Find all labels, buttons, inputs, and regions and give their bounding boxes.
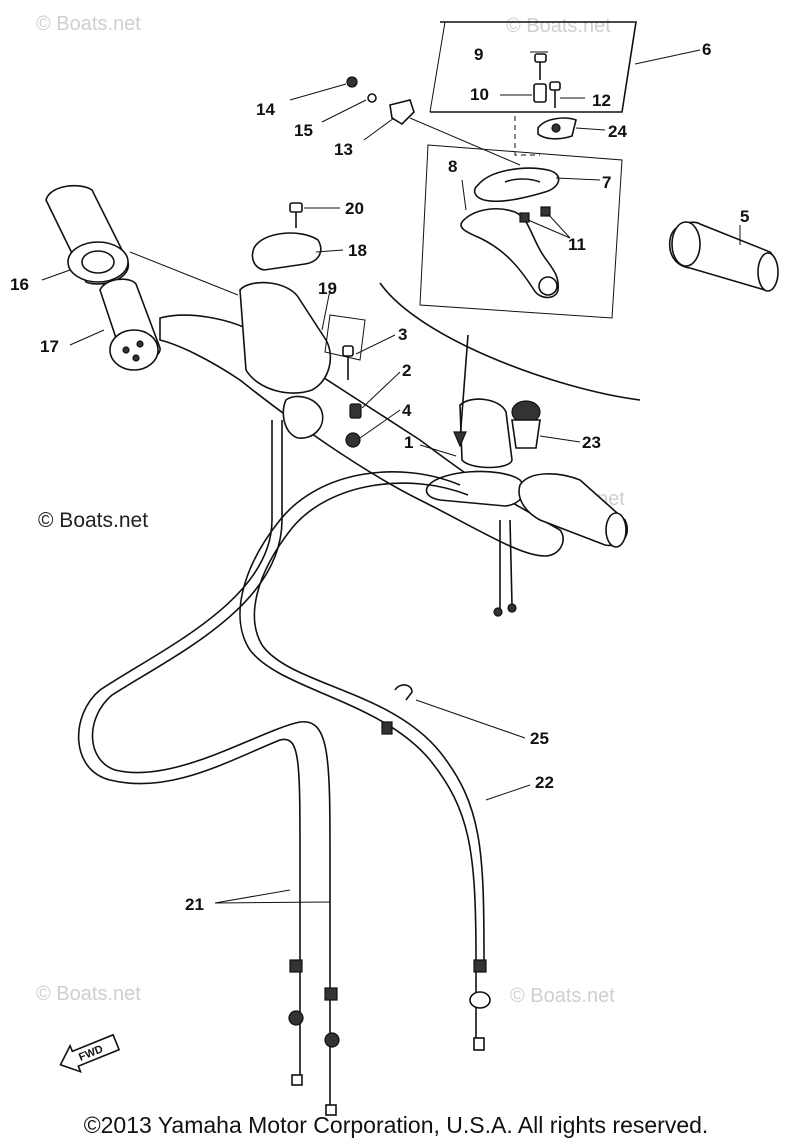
label-19: 19 <box>318 279 337 298</box>
lever-holder-7 <box>473 167 560 203</box>
label-18: 18 <box>348 241 367 260</box>
bolt-12 <box>549 81 561 108</box>
leader-16-to-holder <box>129 251 239 296</box>
label-13: 13 <box>334 140 353 159</box>
bolt-9 <box>534 53 547 80</box>
watermark-bottom-right: © Boats.net <box>510 985 615 1007</box>
label-17: 17 <box>40 337 59 356</box>
label-4: 4 <box>402 401 412 420</box>
label-25: 25 <box>530 729 549 748</box>
collar-10 <box>533 83 547 103</box>
label-8: 8 <box>448 157 457 176</box>
bracket-24 <box>537 117 577 140</box>
label-22: 22 <box>535 773 554 792</box>
nut-2 <box>349 403 362 419</box>
nut-4 <box>345 432 361 448</box>
label-12: 12 <box>592 91 611 110</box>
washer-15 <box>367 93 377 103</box>
grip-5 <box>668 221 779 292</box>
label-21: 21 <box>185 895 204 914</box>
label-14: 14 <box>256 100 275 119</box>
bolt-3 <box>342 345 354 380</box>
label-1: 1 <box>404 433 413 452</box>
label-2: 2 <box>402 361 411 380</box>
arrow-to-throttle <box>459 334 469 441</box>
bracket-19 <box>324 314 366 361</box>
label-5: 5 <box>740 207 749 226</box>
watermark-top-right: © Boats.net <box>506 15 611 37</box>
holder-18 <box>251 232 322 271</box>
cable-21 <box>77 420 340 1116</box>
label-16: 16 <box>10 275 29 294</box>
leader-13-to-holder <box>409 117 521 166</box>
cable-clip-25 <box>381 684 413 735</box>
clamp-13 <box>389 99 415 126</box>
fwd-arrow-icon: FWD <box>59 1033 121 1074</box>
label-15: 15 <box>294 121 313 140</box>
label-11: 11 <box>568 235 586 254</box>
bolt-20 <box>289 202 303 228</box>
label-23: 23 <box>582 433 601 452</box>
label-3: 3 <box>398 325 407 344</box>
throttle-housing-1 <box>425 398 629 617</box>
screw-14 <box>346 76 358 88</box>
copyright-notice: ©2013 Yamaha Motor Corporation, U.S.A. A… <box>83 1112 709 1138</box>
watermark-bottom-left: © Boats.net <box>36 983 141 1005</box>
label-10: 10 <box>470 85 489 104</box>
knob-23 <box>511 400 541 449</box>
left-lever-holder <box>239 281 366 439</box>
label-24: 24 <box>608 122 627 141</box>
label-20: 20 <box>345 199 364 218</box>
label-7: 7 <box>602 173 611 192</box>
lever-8 <box>460 206 559 299</box>
lever-assembly-group-box <box>379 21 641 401</box>
arrow-head <box>453 431 467 448</box>
label-9: 9 <box>474 45 483 64</box>
label-6: 6 <box>702 40 711 59</box>
grip-17 <box>99 278 161 371</box>
watermark-mid-left: © Boats.net <box>38 509 148 532</box>
cable-22 <box>239 471 491 1051</box>
grip-16 <box>45 184 129 285</box>
leader-lines <box>41 49 741 904</box>
watermark-top-left: © Boats.net <box>36 13 141 35</box>
